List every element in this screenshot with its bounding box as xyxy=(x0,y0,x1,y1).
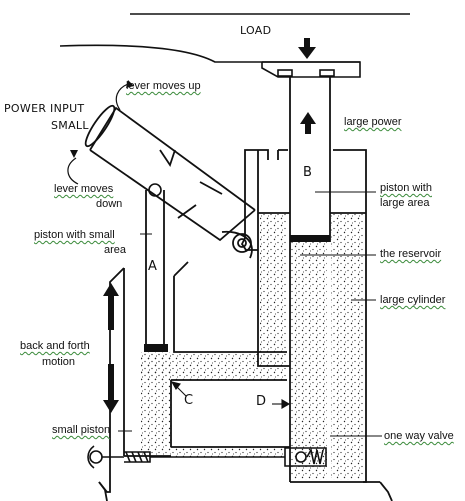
lever-moves-up-label: lever moves up xyxy=(126,80,201,92)
back-forth-label-line1: back and forth xyxy=(20,340,90,352)
marker-d: D xyxy=(256,394,267,409)
lever-up-curve xyxy=(115,83,129,111)
lever-moves-down-label-line2: down xyxy=(96,198,123,210)
lever-moves-down-label-line1: lever moves xyxy=(54,183,114,195)
power-input-label-line2: SMALL xyxy=(51,119,89,132)
release-screw xyxy=(87,445,285,469)
marker-a: A xyxy=(148,259,157,274)
large-piston-head xyxy=(290,235,330,242)
marker-c: C xyxy=(184,393,194,408)
load-label: LOAD xyxy=(240,24,272,37)
small-piston-head xyxy=(144,344,168,352)
lever-up-arrowhead xyxy=(126,80,134,88)
reservoir-label: the reservoir xyxy=(380,248,442,260)
lever-down-curve xyxy=(67,157,79,185)
lever-handle xyxy=(84,104,256,259)
large-cylinder-label: large cylinder xyxy=(380,294,446,306)
marker-b: B xyxy=(303,165,312,180)
pointer-arrows xyxy=(170,381,291,409)
large-piston-rod xyxy=(289,77,331,242)
piston-small-label-line2: area xyxy=(104,244,127,256)
one-way-valve xyxy=(284,447,327,467)
piston-large-label-line2: large area xyxy=(380,197,430,209)
piston-large-label-line1: piston with xyxy=(380,182,432,194)
load-platform xyxy=(59,44,361,78)
back-forth-arrows xyxy=(103,283,119,413)
back-forth-label-line2: motion xyxy=(42,356,76,368)
pointer-lines xyxy=(118,191,382,437)
large-power-label: large power xyxy=(344,116,402,128)
large-power-up-arrow xyxy=(300,112,316,134)
one-way-valve-label: one way valve xyxy=(384,430,454,442)
load-down-arrow xyxy=(298,38,316,59)
piston-small-label-line1: piston with small xyxy=(34,229,115,241)
lever-down-arrowhead xyxy=(70,150,78,158)
power-input-label-line1: POWER INPUT xyxy=(4,102,85,115)
small-piston-rod xyxy=(145,190,165,344)
small-piston-label: small piston xyxy=(52,424,111,436)
jack-housing xyxy=(98,149,393,501)
